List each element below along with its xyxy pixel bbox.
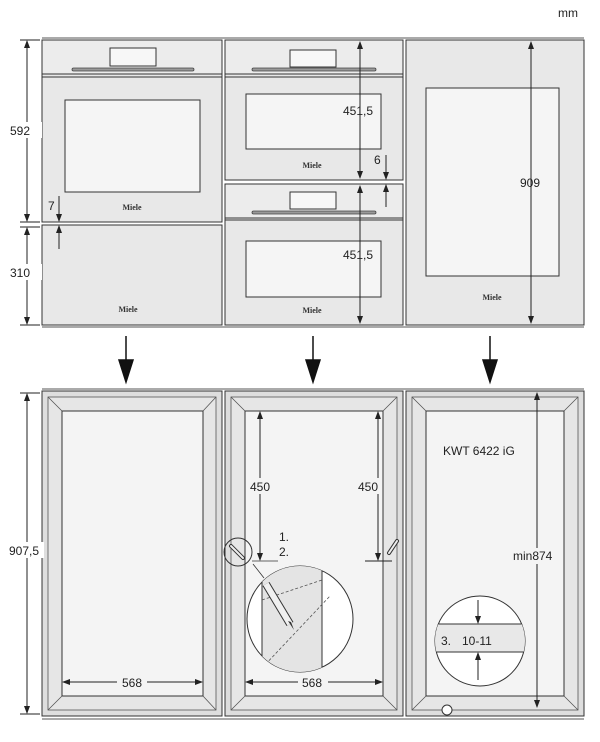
unit-label: mm [558, 6, 578, 20]
oven-window [64, 99, 201, 193]
step-1-label: 1. [279, 530, 289, 544]
dim-middle-depth-right: 450 [358, 480, 378, 494]
model-label: KWT 6422 iG [443, 444, 515, 458]
oven-brand-label: Miele [122, 203, 142, 212]
compact-lower-brand-label: Miele [302, 306, 322, 315]
wine-cabinet: Miele [405, 39, 585, 326]
compact-unit-lower: Miele [224, 183, 404, 326]
compact-lower-handle [251, 210, 377, 215]
frame-hole-icon [441, 704, 453, 716]
detail-magnifier-mounting [246, 565, 354, 673]
step-2-label: 2. [279, 545, 289, 559]
flow-arrows [117, 336, 499, 385]
dim-niche-height: 907,5 [9, 544, 39, 558]
wine-cabinet-brand-label: Miele [482, 293, 502, 302]
dim-detail-range: 10-11 [462, 634, 492, 648]
compact-unit-upper: Miele [224, 39, 404, 181]
niche-frame-left [41, 390, 223, 717]
dim-right-min-height: min874 [513, 549, 553, 563]
compact-upper-handle [251, 67, 377, 72]
top-dimensions [20, 39, 534, 326]
screw-marker-left [223, 537, 278, 567]
dim-drawer-height: 310 [10, 266, 30, 280]
compact-upper-window [245, 93, 382, 150]
dim-middle-width: 568 [302, 676, 322, 690]
wine-cabinet-window [425, 87, 560, 277]
screw-marker-right [387, 539, 399, 555]
bottom-row: 907,5 568 568 450 450 min874 KWT 6422 iG… [8, 388, 585, 720]
dim-gap: 7 [48, 199, 55, 213]
dim-compact-lower: 451,5 [343, 248, 373, 262]
compact-upper-brand-label: Miele [302, 161, 322, 170]
compact-upper-display [289, 49, 337, 68]
dim-oven-height: 592 [10, 124, 30, 138]
oven-unit: Miele [41, 39, 223, 223]
oven-handle [71, 67, 195, 72]
dim-compact-gap: 6 [374, 153, 381, 167]
dim-cabinet-height: 909 [520, 176, 540, 190]
detail-magnifier-gap: 10-11 3. [434, 595, 526, 687]
drawer-brand-label: Miele [118, 305, 138, 314]
compact-lower-display [289, 191, 337, 210]
step-3-label: 3. [441, 634, 451, 648]
dim-left-width: 568 [122, 676, 142, 690]
top-row: Miele Miele Miele Miele [8, 37, 585, 328]
dim-middle-depth-left: 450 [250, 480, 270, 494]
warming-drawer: Miele [41, 224, 223, 326]
oven-display [109, 47, 157, 67]
dim-compact-upper: 451,5 [343, 104, 373, 118]
